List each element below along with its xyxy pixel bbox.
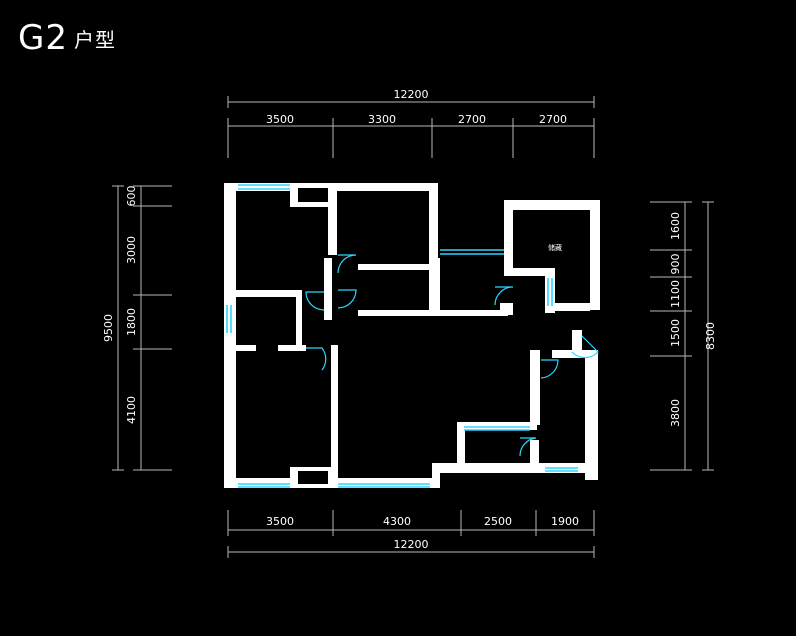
walls [224,183,600,488]
dim-right-total: 8300 [704,322,717,350]
dim-right-segment: 3800 [669,399,682,427]
dim-right-segment: 900 [669,254,682,275]
dim-left-total: 9500 [102,314,115,342]
doors [305,254,599,457]
storage-room-label: 储藏 [548,243,562,252]
dim-left-segment: 4100 [125,396,138,424]
dim-top-segment: 3300 [368,113,396,126]
dimension-labels: 12200 3500 3300 2700 2700 3500 4300 2500 1900 122… [102,88,717,551]
dim-right-segment: 1500 [669,319,682,347]
dim-left-segment: 600 [125,186,138,207]
windows [226,184,578,488]
dim-left-segment: 3000 [125,236,138,264]
dim-bottom-segment: 4300 [383,515,411,528]
dim-top-total: 12200 [394,88,429,101]
dim-top-segment: 2700 [458,113,486,126]
dim-bottom-segment: 2500 [484,515,512,528]
dim-bottom-segment: 3500 [266,515,294,528]
dim-top-segment: 3500 [266,113,294,126]
dim-right-segment: 1100 [669,280,682,308]
dim-left-segment: 1800 [125,308,138,336]
dim-right-segment: 1600 [669,212,682,240]
dim-bottom-segment: 1900 [551,515,579,528]
dimension-lines [112,96,714,558]
plan-code: G2 [18,18,68,58]
dim-top-segment: 2700 [539,113,567,126]
wall-voids [298,188,328,484]
dim-bottom-total: 12200 [394,538,429,551]
plan-type-label: 户型 [73,28,116,52]
